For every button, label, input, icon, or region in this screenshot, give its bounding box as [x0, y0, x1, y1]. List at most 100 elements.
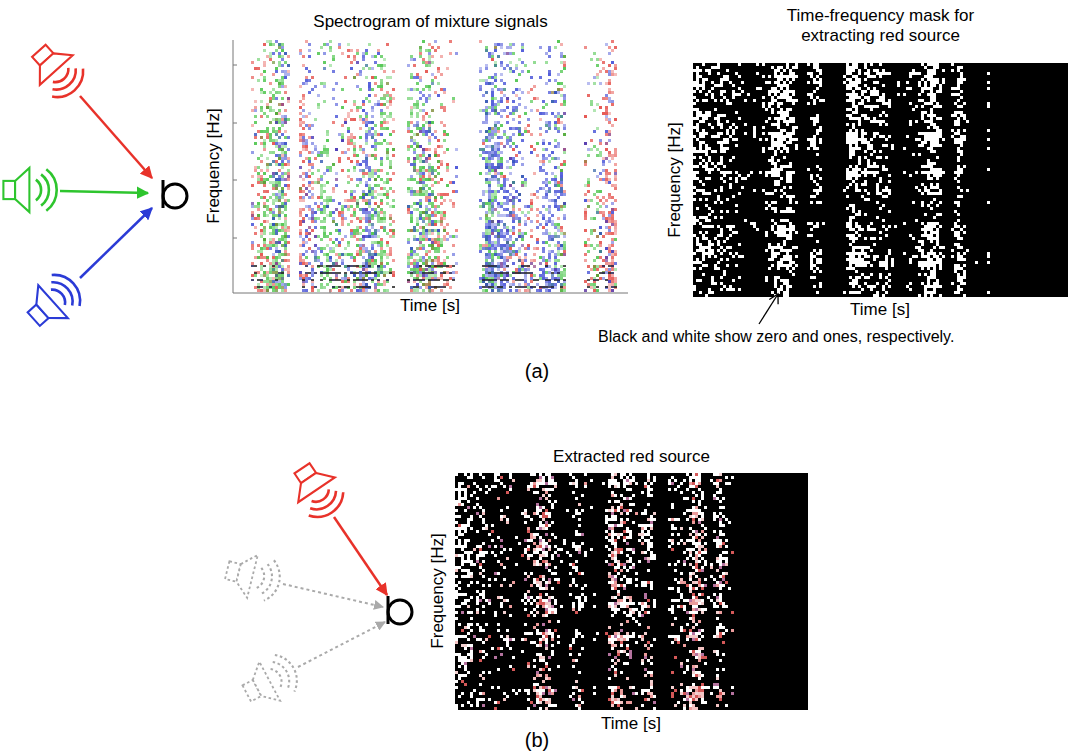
spectrogram-cell: [323, 265, 326, 268]
spectrogram-cell: [260, 169, 263, 172]
spectrogram-cell: [347, 157, 350, 160]
spectrogram-cell: [269, 265, 272, 268]
spectrogram-cell: [266, 169, 269, 172]
spectrogram-cell: [341, 211, 344, 214]
spectrogram-cell: [287, 70, 290, 73]
spectrogram-cell: [308, 49, 311, 52]
spectrogram-cell: [326, 169, 329, 172]
spectrogram-cell: [344, 100, 347, 103]
spectrogram-cell: [419, 247, 422, 250]
spectrogram-cell: [410, 145, 413, 148]
spectrogram-cell: [263, 214, 266, 217]
spectrogram-cell: [254, 226, 257, 229]
spectrogram-cell: [419, 169, 422, 172]
spectrogram-cell: [374, 196, 377, 199]
spectrogram-cell: [323, 82, 326, 85]
spectrogram-cell: [407, 256, 410, 259]
spectrogram-cell: [422, 169, 425, 172]
spectrogram-cell: [272, 199, 275, 202]
spectrogram-cell: [383, 274, 386, 277]
spectrogram-cell: [311, 88, 314, 91]
spectrogram-cell: [278, 250, 281, 253]
spectrogram-cell: [329, 211, 332, 214]
spectrogram-cell: [284, 229, 287, 232]
spectrogram-cell: [281, 82, 284, 85]
spectrogram-cell: [356, 163, 359, 166]
spectrogram-cell: [413, 133, 416, 136]
spectrogram-cell: [371, 136, 374, 139]
spectrogram-cell: [251, 279, 254, 281]
spectrogram-cell: [356, 289, 359, 292]
spectrogram-cell: [374, 286, 377, 289]
spectrogram-cell: [410, 190, 413, 193]
spectrogram-cell: [386, 94, 389, 97]
spectrogram-cell: [281, 154, 284, 157]
spectrogram-cell: [266, 130, 269, 133]
spectrogram-cell: [308, 43, 311, 46]
spectrogram-cell: [302, 283, 305, 286]
spectrogram-cell: [269, 97, 272, 100]
spectrogram-cell: [425, 178, 428, 181]
spectrogram-cell: [323, 61, 326, 64]
spectrogram-cell: [422, 94, 425, 97]
spectrogram-cell: [260, 256, 263, 259]
spectrogram-cell: [362, 279, 365, 281]
spectrogram-cell: [329, 46, 332, 49]
spectrogram-cell: [362, 283, 365, 286]
spectrogram-cell: [281, 148, 284, 151]
spectrogram-cell: [281, 43, 284, 46]
spectrogram-cell: [299, 271, 302, 274]
spectrogram-cell: [320, 238, 323, 241]
spectrogram-cell: [320, 46, 323, 49]
spectrogram-cell: [266, 244, 269, 247]
spectrogram-cell: [380, 241, 383, 244]
spectrogram-cell: [371, 76, 374, 79]
spectrogram-cell: [419, 211, 422, 214]
spectrogram-cell: [302, 279, 305, 281]
spectrogram-cell: [377, 52, 380, 55]
spectrogram-cell: [362, 247, 365, 250]
spectrogram-cell: [371, 217, 374, 220]
spectrogram-cell: [344, 253, 347, 256]
spectrogram-cell: [302, 109, 305, 112]
spectrogram-cell: [260, 160, 263, 163]
spectrogram-cell: [278, 208, 281, 211]
spectrogram-cell: [305, 193, 308, 196]
spectrogram-cell: [419, 79, 422, 82]
spectrogram-cell: [302, 196, 305, 199]
spectrogram-cell: [416, 82, 419, 85]
spectrogram-cell: [284, 145, 287, 148]
spectrogram-cell: [380, 220, 383, 223]
spectrogram-cell: [281, 115, 284, 118]
spectrogram-cell: [374, 133, 377, 136]
spectrogram-cell: [332, 268, 335, 271]
spectrogram-cell: [374, 202, 377, 205]
spectrogram-cell: [317, 247, 320, 250]
spectrogram-cell: [392, 232, 395, 235]
spectrogram-cell: [320, 250, 323, 253]
spectrogram-cell: [410, 178, 413, 181]
spectrogram-cell: [284, 208, 287, 211]
spectrogram-cell: [260, 265, 263, 268]
microphone-icon: [388, 596, 412, 624]
spectrogram-cell: [419, 187, 422, 190]
spectrogram-cell: [353, 76, 356, 79]
spectrogram-cell: [326, 43, 329, 46]
spectrogram-cell: [383, 118, 386, 121]
spectrogram-cell: [326, 133, 329, 136]
spectrogram-cell: [251, 211, 254, 214]
spectrogram-cell: [320, 82, 323, 85]
spectrogram-cell: [284, 199, 287, 202]
spectrogram-cell: [407, 157, 410, 160]
spectrogram-cell: [257, 166, 260, 169]
spectrogram-cell: [263, 202, 266, 205]
spectrogram-cell: [368, 127, 371, 130]
spectrogram-cell: [278, 193, 281, 196]
spectrogram-cell: [407, 265, 410, 268]
spectrogram-cell: [302, 103, 305, 106]
spectrogram-cell: [263, 211, 266, 214]
spectrogram-cell: [368, 232, 371, 235]
spectrogram-cell: [338, 157, 341, 160]
spectrogram-cell: [365, 49, 368, 52]
